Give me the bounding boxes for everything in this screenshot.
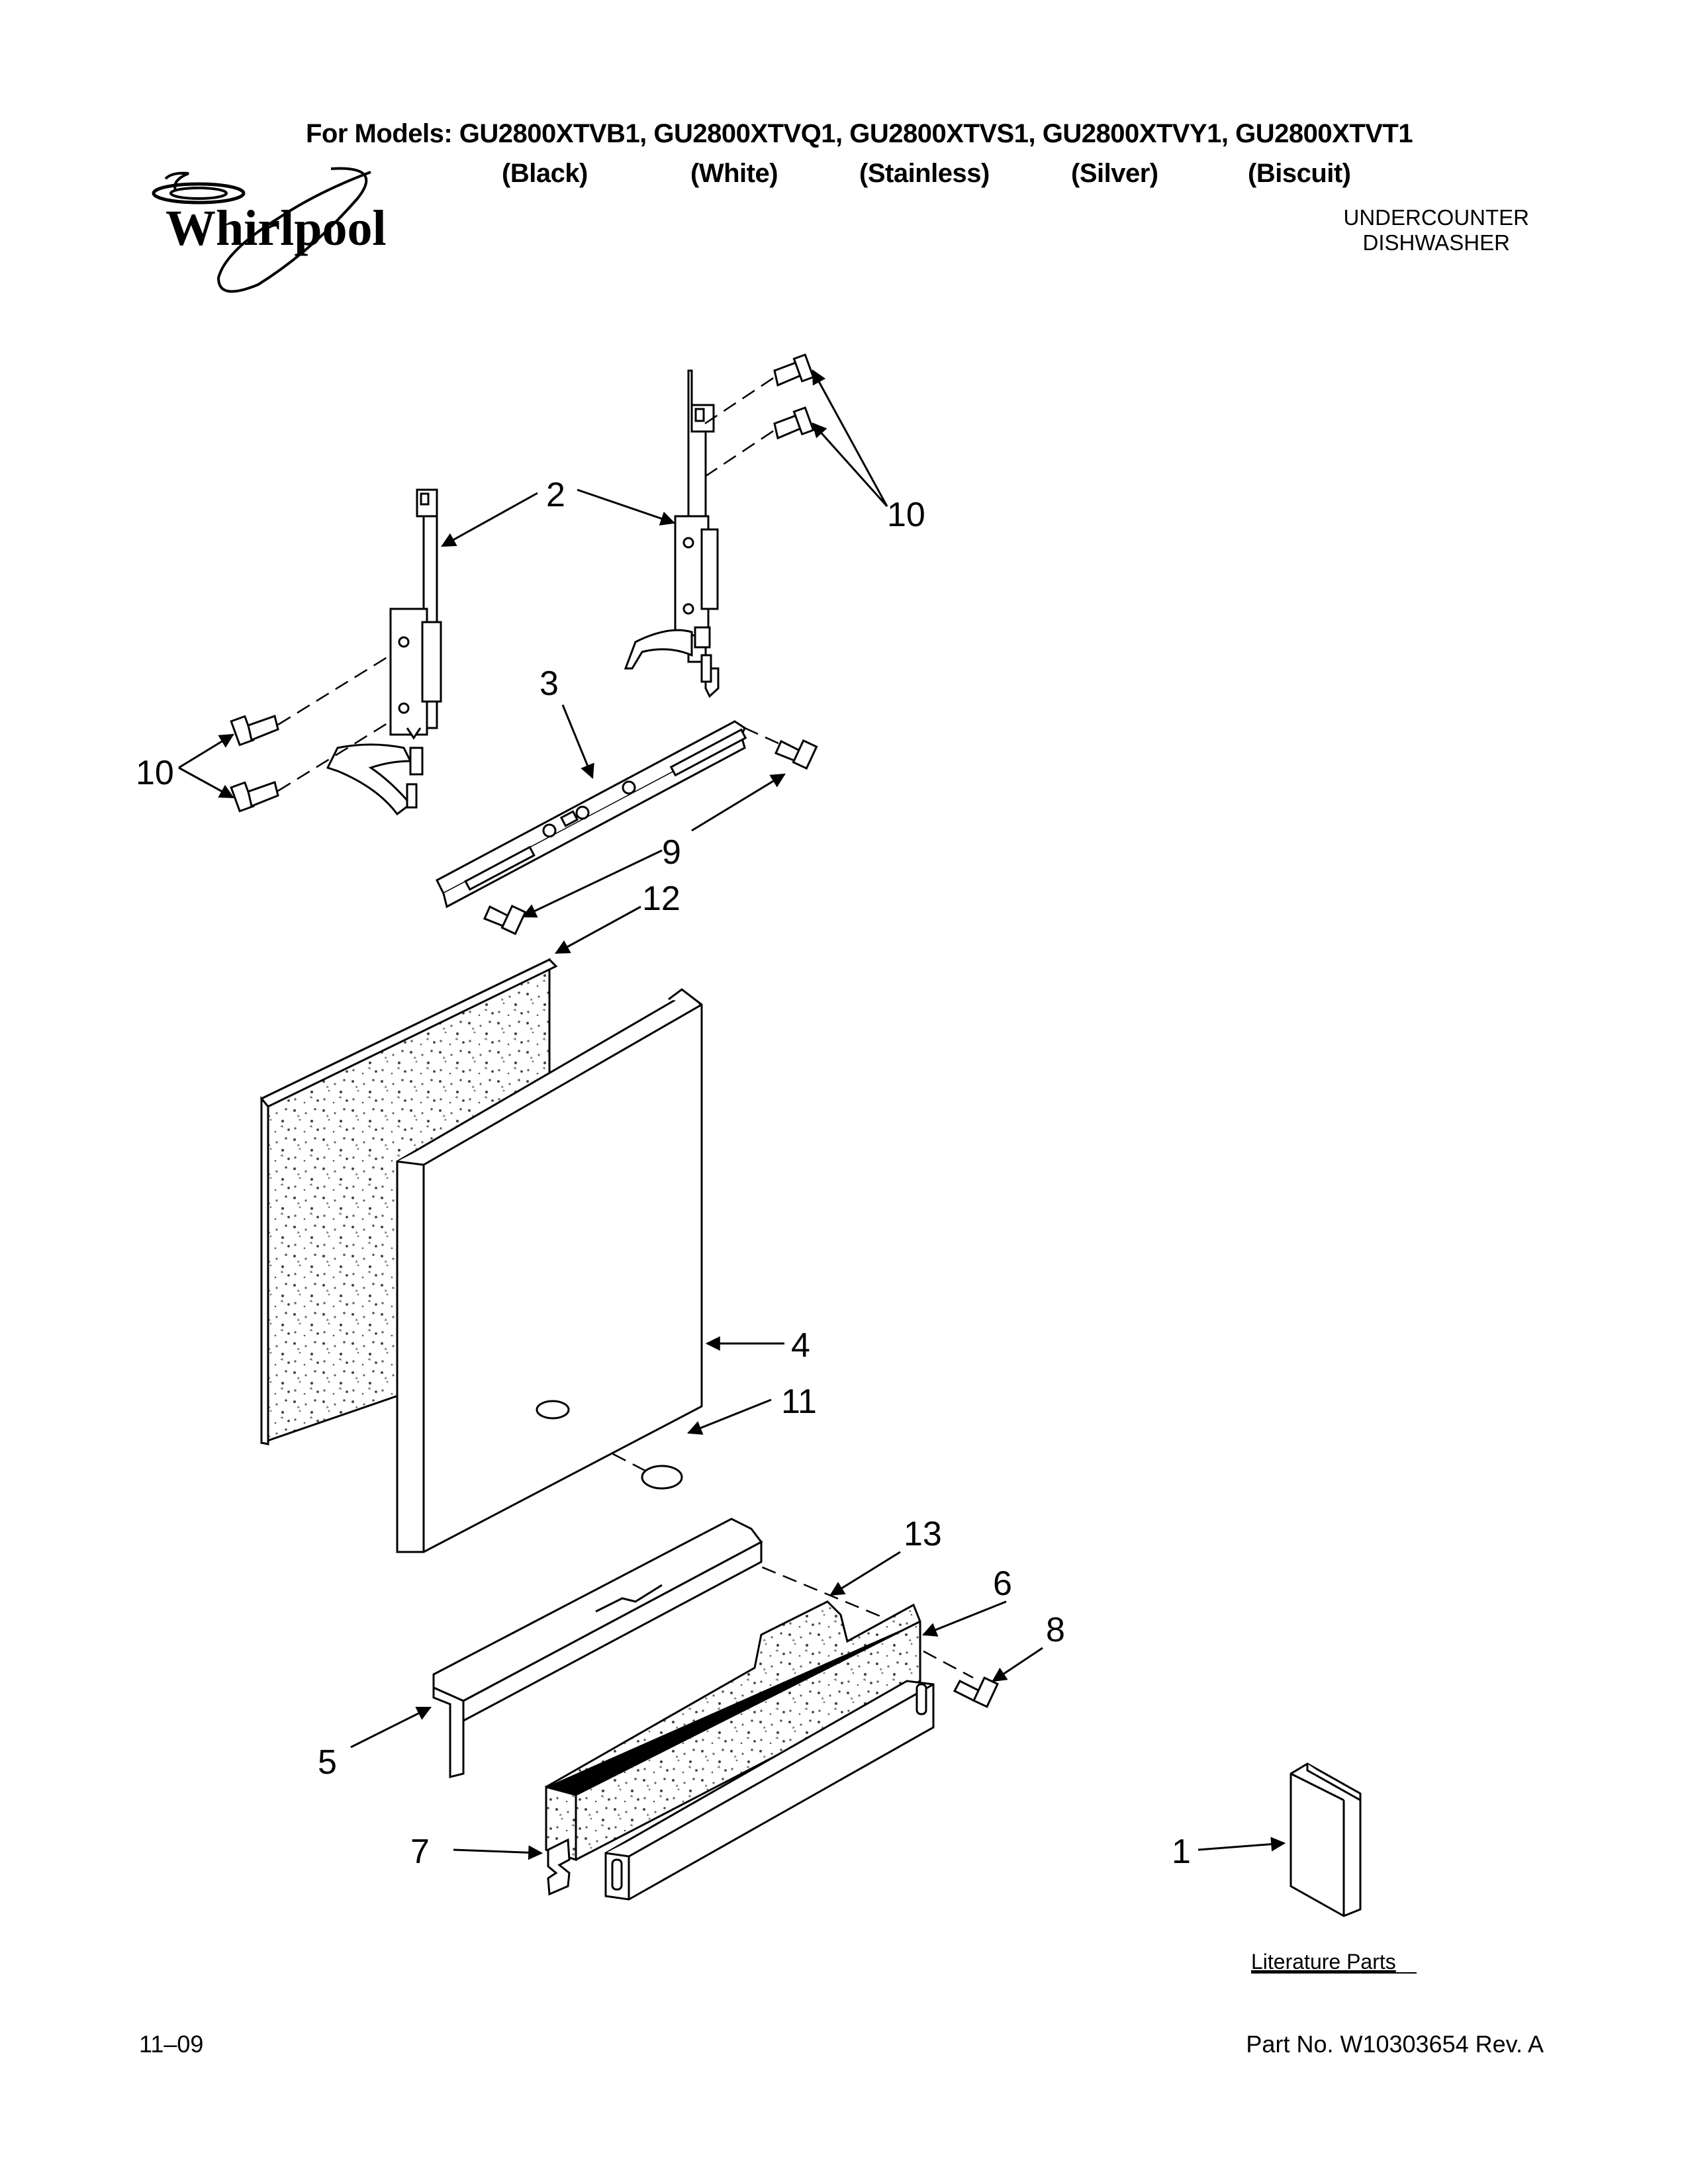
- callout-4: 4: [791, 1326, 810, 1365]
- color-white: (White): [690, 159, 778, 188]
- callout-1: 1: [1172, 1833, 1191, 1871]
- leader-lines: [178, 369, 1286, 1860]
- alignment-lines: [277, 376, 974, 1679]
- part-13-insulation-block: [545, 1600, 921, 1862]
- part-10-screw-right-top: [773, 353, 815, 387]
- color-biscuit: (Biscuit): [1248, 159, 1351, 188]
- part-3-mounting-bracket: [436, 720, 747, 909]
- part-10-screw-right-bottom: [773, 406, 815, 440]
- color-silver: (Silver): [1071, 159, 1158, 188]
- part-11-plug: [641, 1465, 683, 1490]
- models-line: For Models: GU2800XTVB1, GU2800XTVQ1, GU…: [306, 119, 1413, 148]
- literature-parts-label: Literature Parts: [1251, 1950, 1396, 1974]
- callout-3: 3: [539, 664, 559, 703]
- part-2-hinge-right: [624, 369, 720, 698]
- callout-10-left: 10: [136, 754, 174, 792]
- product-line-2: DISHWASHER: [1362, 230, 1510, 255]
- footer-date: 11–09: [139, 2030, 204, 2058]
- callout-12: 12: [642, 880, 680, 918]
- part-6-bottom-strip: [604, 1680, 935, 1901]
- callout-11: 11: [781, 1383, 817, 1421]
- callout-5: 5: [318, 1743, 337, 1782]
- callout-10-right: 10: [887, 496, 925, 534]
- footer-part-number: Part No. W10303654 Rev. A: [1246, 2030, 1544, 2058]
- part-7-clip: [547, 1838, 571, 1896]
- part-5-toe-kick: [432, 1518, 763, 1778]
- callout-13: 13: [904, 1515, 942, 1553]
- product-line-1: UNDERCOUNTER: [1343, 205, 1530, 230]
- color-black: (Black): [502, 159, 588, 188]
- callout-8: 8: [1046, 1611, 1065, 1649]
- part-9-screw-right: [774, 739, 818, 770]
- callout-6: 6: [993, 1565, 1012, 1603]
- part-8-screw: [953, 1676, 999, 1708]
- whirlpool-logo-text: Whirlpool: [165, 201, 387, 256]
- callout-7: 7: [410, 1833, 430, 1871]
- part-4-door-panel: [396, 988, 703, 1553]
- color-stainless: (Stainless): [859, 159, 990, 188]
- callout-9: 9: [662, 833, 681, 872]
- part-10-screw-left-bottom: [230, 781, 279, 813]
- part-2-hinge-left: [326, 488, 442, 816]
- part-1-literature-book: [1289, 1762, 1362, 1917]
- whirlpool-logo: Whirlpool: [152, 167, 387, 293]
- callout-2: 2: [546, 476, 565, 514]
- part-9-screw-left: [483, 905, 527, 935]
- product-type: UNDERCOUNTER DISHWASHER: [1344, 205, 1530, 255]
- part-10-screw-left-top: [230, 715, 279, 747]
